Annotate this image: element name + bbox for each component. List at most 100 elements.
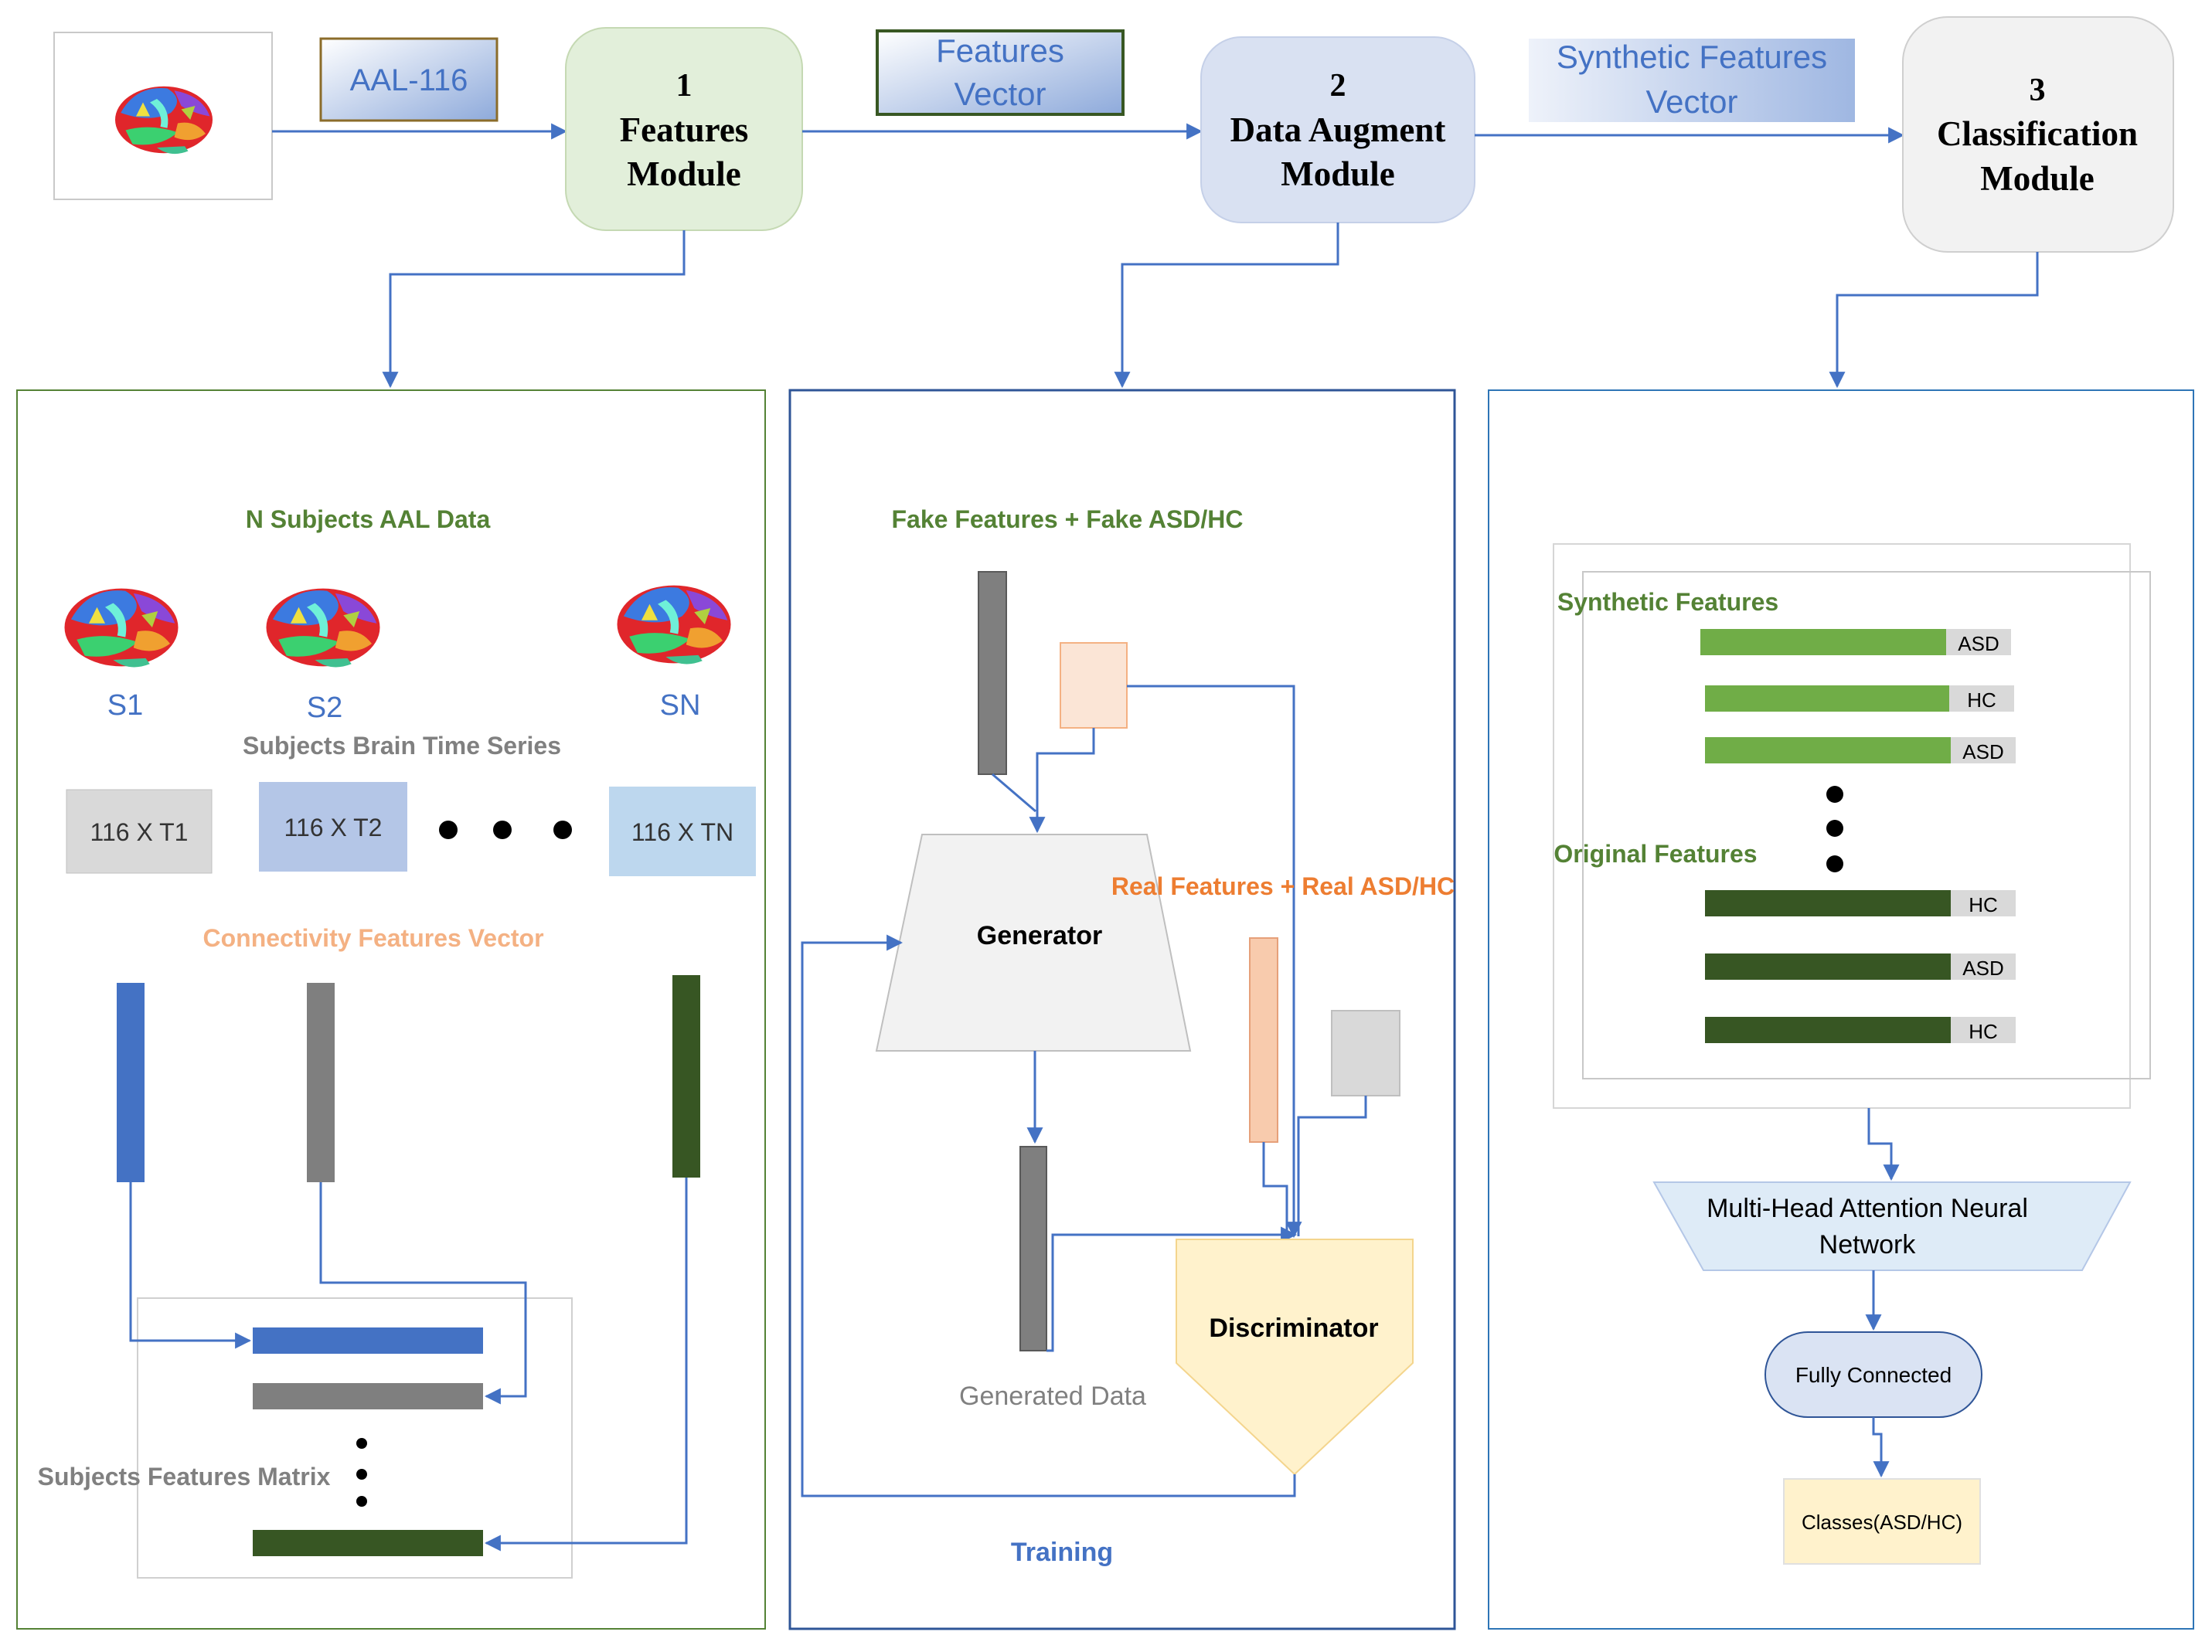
ellipsis-dot [356, 1438, 367, 1449]
brain-icon [266, 588, 380, 668]
arrow-real-label-to-discriminator [1297, 1096, 1367, 1236]
matrix-row-s1 [253, 1327, 483, 1354]
brain-icon [617, 585, 731, 665]
fully-connected-label: Fully Connected [1795, 1363, 1952, 1387]
synthetic-row-bar [1705, 737, 1951, 763]
arrow-fake-label-to-discriminator [1127, 685, 1302, 1239]
ellipsis-dot [1826, 820, 1843, 837]
middle-panel: Fake Features + Fake ASD/HC Generator Re… [788, 389, 1456, 1630]
discriminator-label: Discriminator [1209, 1314, 1378, 1343]
synthetic-row-bar [1700, 629, 1946, 655]
ellipsis-dot [493, 821, 512, 839]
arrow-to-left-panel [382, 230, 686, 389]
subject-label-s1: S1 [107, 689, 143, 722]
noise-vector-bar [978, 571, 1007, 775]
features-vector-line2: Vector [954, 76, 1046, 112]
classification-module[interactable]: 3 Classification Module [1902, 16, 2174, 253]
vector-bar-s1 [117, 983, 145, 1182]
subject-label-sn: SN [660, 689, 701, 722]
original-row-tag: ASD [1962, 957, 2003, 980]
matrix-box-t1 [66, 789, 213, 874]
features-outer-box [1553, 543, 2131, 1109]
aal-tag-label: AAL-116 [350, 63, 468, 97]
synthetic-row-tag-box [1949, 685, 2014, 712]
attention-label-line2: Network [1819, 1230, 1917, 1259]
classes-block [1783, 1478, 1981, 1565]
arrow-s1-to-matrix [129, 1182, 252, 1349]
matrix-box-tn [609, 787, 756, 876]
matrix-row-sn [253, 1530, 483, 1556]
arrow-generated-to-discriminator [1046, 1226, 1298, 1352]
module2-name-line1: Data Augment [1230, 110, 1446, 149]
attention-label-line1: Multi-Head Attention Neural [1707, 1194, 2028, 1223]
fake-label-box [1060, 642, 1128, 729]
arrow-label-to-generator [1029, 728, 1095, 834]
module2-number: 2 [1330, 68, 1346, 104]
synthetic-vector-tag: Synthetic Features Vector [1529, 39, 1855, 122]
arrow-sn-to-matrix [484, 1178, 688, 1552]
original-row-tag: HC [1969, 1020, 1998, 1043]
arrow-s2-to-matrix [319, 1182, 527, 1405]
vector-bar-s2 [307, 983, 335, 1182]
matrix-box-t2 [259, 782, 407, 872]
discriminator-block [1176, 1239, 1414, 1476]
ellipsis-dot [1826, 855, 1843, 872]
connectivity-title: Connectivity Features Vector [202, 924, 543, 952]
module1-number: 1 [676, 68, 693, 104]
original-row-bar [1705, 1017, 1951, 1043]
subject-label-s2: S2 [307, 692, 342, 724]
training-feedback-arrow [801, 934, 1296, 1497]
synthetic-row-tag-box [1946, 629, 2011, 655]
ellipsis-dot [1826, 786, 1843, 803]
attention-block [1652, 1181, 2132, 1271]
module3-name-line1: Classification [1937, 114, 2138, 153]
features-module[interactable]: 1 Features Module [565, 27, 803, 231]
classes-label: Classes(ASD/HC) [1802, 1511, 1962, 1534]
matrix-label-t1: 116 X T1 [90, 818, 189, 846]
ellipsis-dot [356, 1469, 367, 1480]
module3-name-line2: Module [1980, 159, 2095, 198]
time-series-title: Subjects Brain Time Series [243, 732, 561, 760]
original-row-tag-box [1951, 953, 2016, 980]
module1-name-line1: Features [620, 110, 749, 149]
arrow-fc-to-classes [1872, 1417, 1890, 1478]
matrix-row-s2 [253, 1383, 483, 1409]
real-label-box [1331, 1010, 1400, 1096]
synthetic-row-tag-box [1951, 737, 2016, 763]
arrow-noise-to-generator [992, 773, 1036, 813]
features-vector-tag: Features Vector [876, 29, 1125, 116]
real-features-label: Real Features + Real ASD/HC [1111, 872, 1455, 900]
data-augment-module[interactable]: 2 Data Augment Module [1200, 36, 1475, 223]
features-matrix-box [137, 1297, 573, 1579]
arrow-to-middle-panel [1114, 223, 1339, 389]
training-label: Training [1011, 1538, 1113, 1567]
module2-name-line2: Module [1281, 155, 1395, 193]
aal-tag: AAL-116 [319, 37, 499, 122]
arrow-to-right-panel [1829, 252, 2039, 389]
real-features-bar [1249, 937, 1278, 1143]
generated-data-bar [1019, 1146, 1047, 1351]
features-vector-line1: Features [936, 32, 1064, 69]
ellipsis-dot [356, 1496, 367, 1507]
left-panel: N Subjects AAL Data S1 S2 SN Subjects Br… [16, 389, 766, 1630]
generator-block [875, 834, 1192, 1052]
original-features-label: Original Features [1554, 840, 1757, 868]
generator-label: Generator [977, 921, 1103, 950]
synthetic-row-bar [1705, 685, 1949, 712]
vector-bar-sn [672, 975, 700, 1178]
ellipsis-dot [439, 821, 458, 839]
ellipsis-dot [553, 821, 572, 839]
original-row-bar [1705, 953, 1951, 980]
module3-number: 3 [2030, 73, 2046, 108]
fake-features-label: Fake Features + Fake ASD/HC [892, 505, 1244, 533]
original-row-bar [1705, 890, 1951, 916]
original-row-tag-box [1951, 890, 2016, 916]
matrix-label-t2: 116 X T2 [284, 814, 383, 841]
input-brain-box [53, 32, 273, 200]
synthetic-row-tag: ASD [1958, 632, 1999, 655]
module1-name-line2: Module [627, 155, 741, 193]
arrow-features-to-attention [1867, 1108, 1900, 1181]
original-row-tag: HC [1969, 893, 1998, 916]
synthetic-vector-line2: Vector [1645, 83, 1737, 120]
